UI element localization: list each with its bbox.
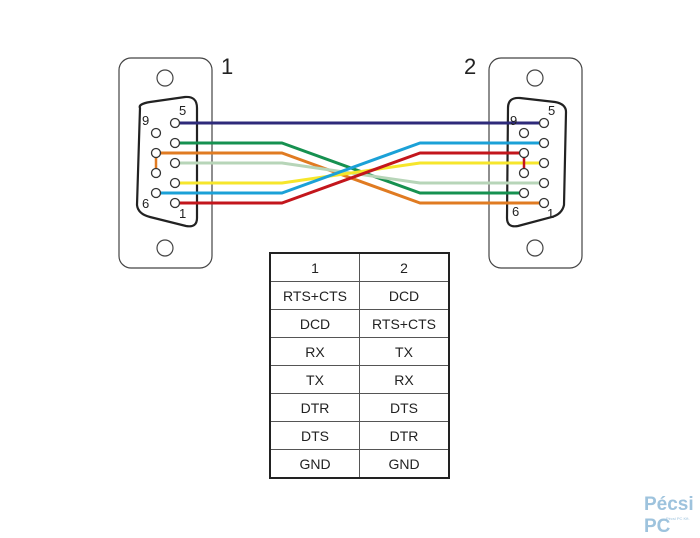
table-cell-connector-1: DTS [269,421,360,450]
connector-2-pin-7 [518,167,530,179]
connector-2-screw-hole-top [526,69,544,87]
connector-2-pin-4 [538,137,550,149]
wire-blue [156,141,544,195]
table-cell-connector-2: GND [359,449,450,479]
table-cell-connector-2: TX [359,337,450,366]
table-header-cell: 1 [269,252,360,282]
connector-2-label: 2 [464,54,477,79]
connector-2-d-shell [505,96,568,228]
table-cell-connector-2: RTS+CTS [359,309,450,338]
connector-2-pin-label-1: 1 [547,206,555,221]
connector-1-pin-8 [150,147,162,159]
wire-red [175,151,524,205]
table-cell-connector-1: RTS+CTS [269,281,360,310]
watermark-subtext: Pécsi PC Kft. [666,516,690,521]
connector-1-pin-label-6: 6 [142,196,150,211]
connector-2-pin-1 [538,197,550,209]
connector-1-pin-label-1: 1 [179,206,187,221]
connector-2-pin-3 [538,157,550,169]
connector-1-pin-label-9: 9 [142,113,150,128]
table-header-row: 1 2 [269,252,450,282]
connector-2-pin-label-5: 5 [548,103,556,118]
table-cell-connector-1: DCD [269,309,360,338]
table-cell-connector-1: DTR [269,393,360,422]
connector-2-pin-8 [518,147,530,159]
connector-2-screw-hole-bottom [526,239,544,257]
connector-1-pin-7 [150,167,162,179]
connector-1-label: 1 [221,54,234,79]
table-cell-connector-2: RX [359,365,450,394]
connector-1-pin-5 [169,117,181,129]
connector-1-pin-6 [150,187,162,199]
connector-2-pin-9 [518,127,530,139]
connector-2-pin-label-9: 9 [510,113,518,128]
connector-2-pin-6 [518,187,530,199]
connector-2-pin-2 [538,177,550,189]
table-cell-connector-1: TX [269,365,360,394]
table-cell-connector-2: DTS [359,393,450,422]
connector-1-pin-1 [169,197,181,209]
table-cell-connector-2: DCD [359,281,450,310]
connector-2-pin-5 [538,117,550,129]
connector-2-pin-label-6: 6 [512,204,520,219]
connector-1-pin-2 [169,177,181,189]
table-cell-connector-1: RX [269,337,360,366]
wires [156,121,544,205]
table-header-cell: 2 [359,252,450,282]
connector-1-pin-4 [169,137,181,149]
connector-1-d-shell [135,95,199,228]
table-cell-connector-2: DTR [359,421,450,450]
connector-1-screw-hole-top [156,69,174,87]
connector-1-pin-3 [169,157,181,169]
connector-1-pin-9 [150,127,162,139]
pins [150,117,550,209]
table-cell-connector-1: GND [269,449,360,479]
connector-1-screw-hole-bottom [156,239,174,257]
wire-yellow [175,161,544,185]
connector-1-pin-label-5: 5 [179,103,187,118]
